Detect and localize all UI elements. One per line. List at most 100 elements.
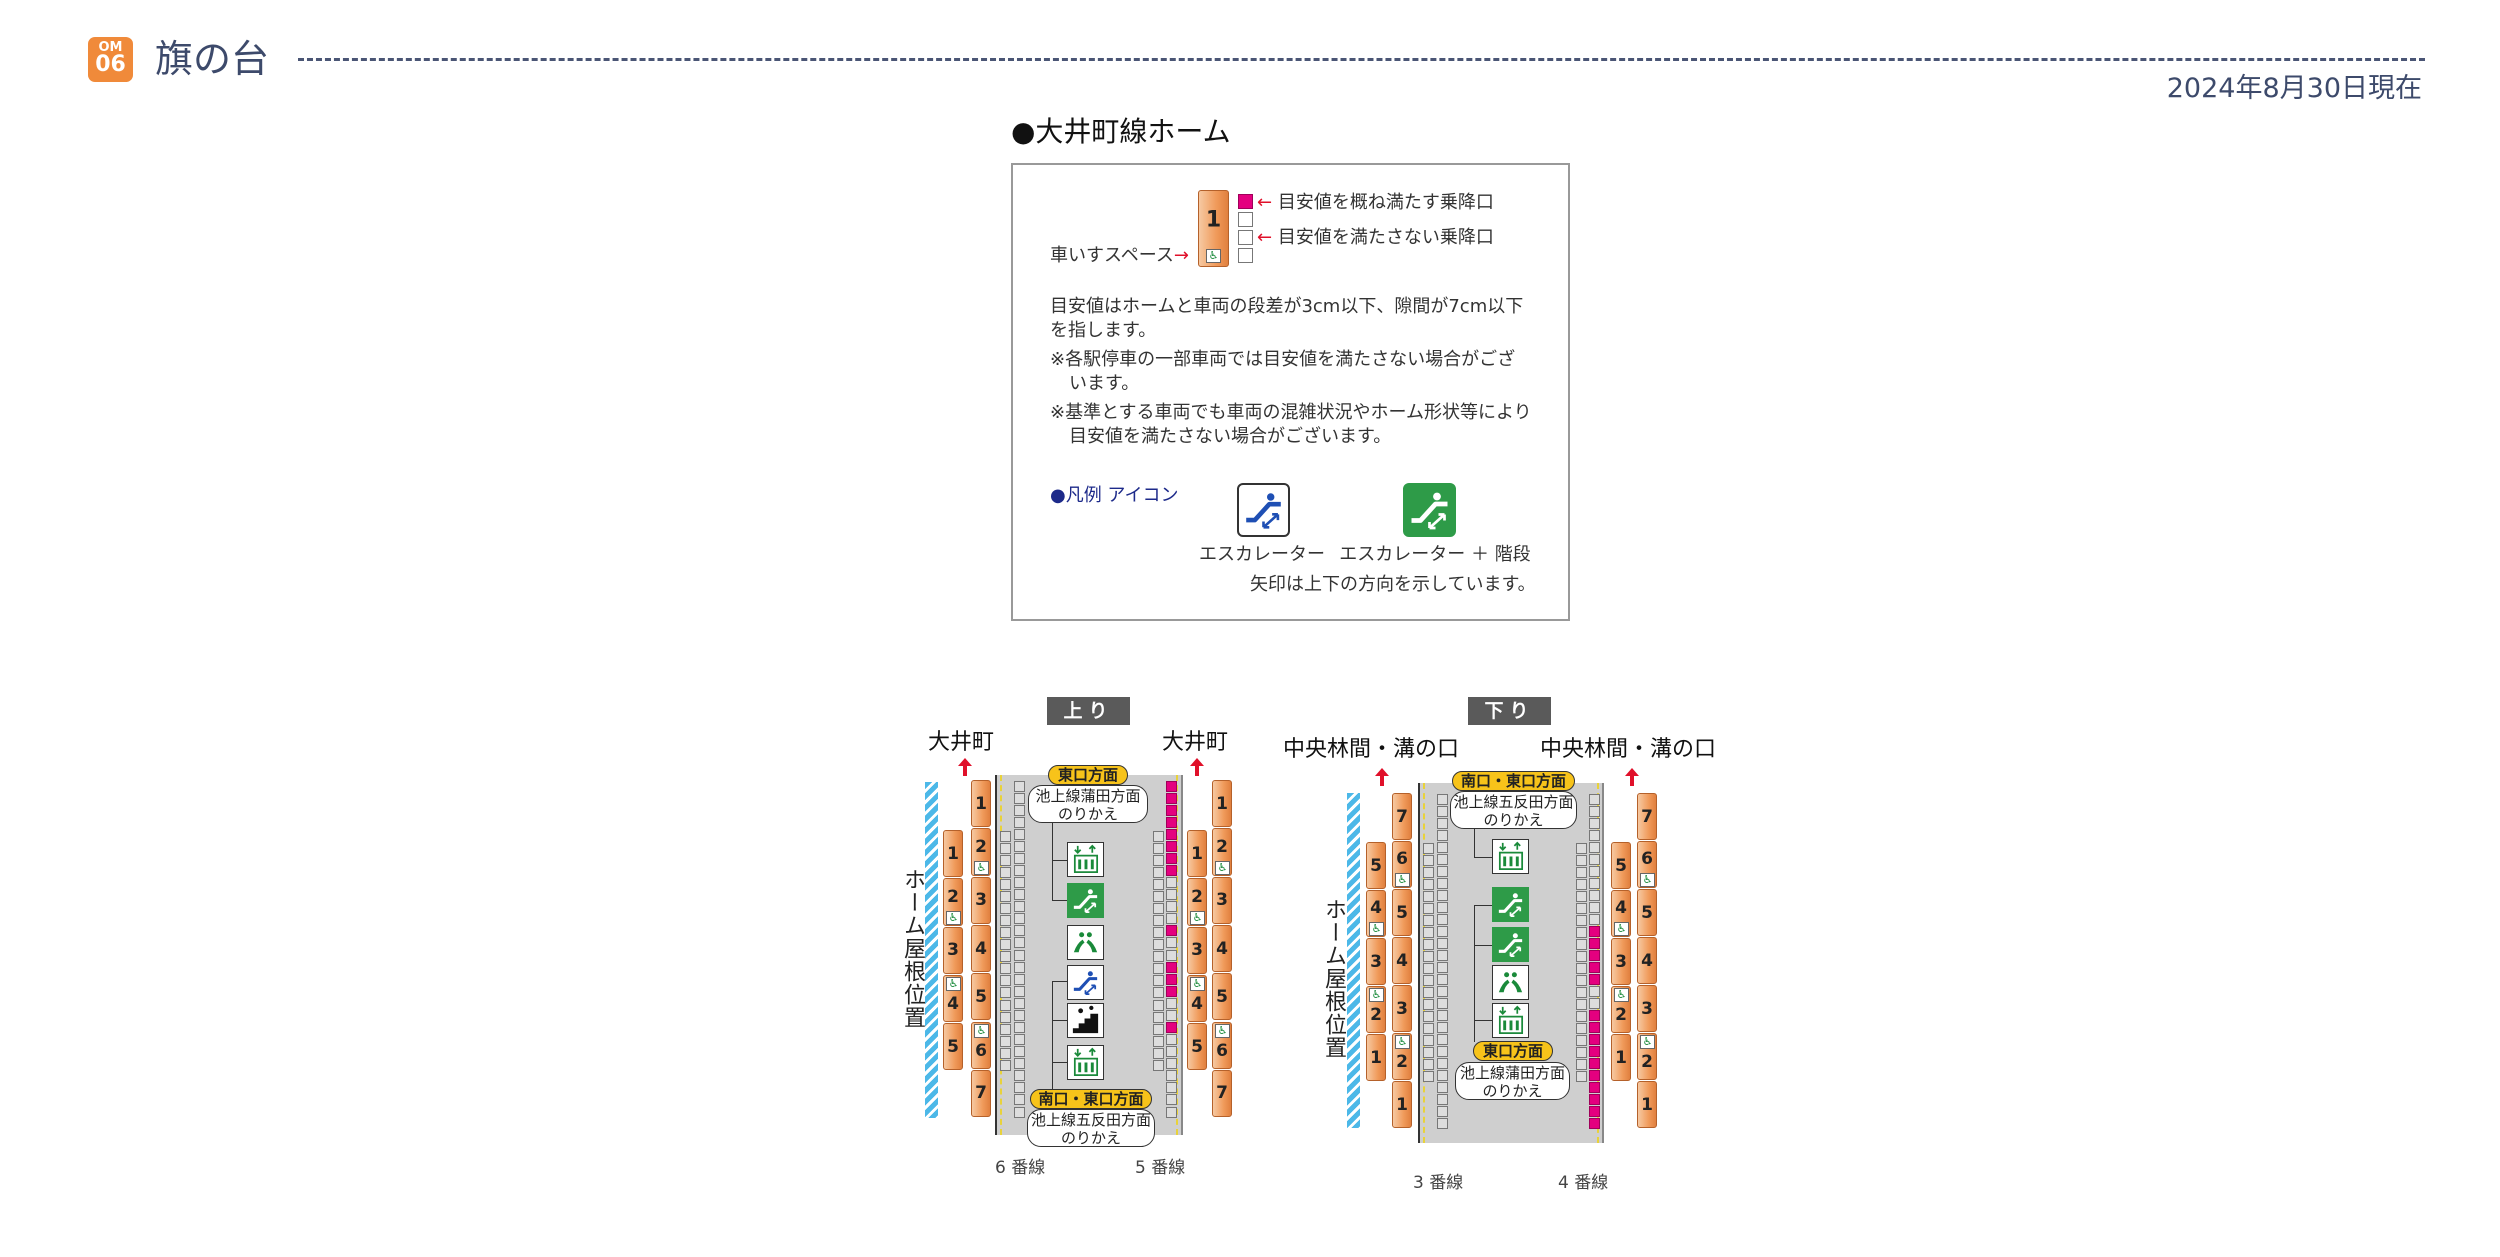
door (1576, 890, 1587, 902)
arrow-left-icon: ← (1257, 192, 1273, 213)
destination-left: 中央林間・溝の口 (1283, 737, 1460, 762)
door (1576, 866, 1587, 878)
door (1153, 878, 1164, 890)
connector-line (1474, 857, 1492, 858)
door (1014, 925, 1025, 937)
car-number: 3 (1216, 890, 1228, 911)
transfer-box-top: 池上線蒲田方面 のりかえ (1028, 785, 1148, 823)
door (1589, 853, 1600, 865)
escalator-stairs-icon (1492, 927, 1529, 962)
door (1014, 901, 1025, 913)
door-meets-standard (1589, 925, 1600, 937)
door (1437, 1093, 1448, 1105)
track-label-right: 4 番線 (1558, 1173, 1609, 1193)
exit-pill-bottom: 南口・東口方面 (1030, 1089, 1152, 1109)
car-number: 1 (1191, 843, 1203, 864)
door (1437, 1069, 1448, 1081)
car-number: 1 (1396, 1094, 1408, 1115)
transfer-box-bottom: 池上線蒲田方面 のりかえ (1455, 1062, 1570, 1100)
door (1437, 973, 1448, 985)
door (1153, 1059, 1164, 1071)
door (1437, 1105, 1448, 1117)
door (1166, 1082, 1177, 1094)
door (1423, 854, 1434, 866)
car-number: 7 (1216, 1083, 1228, 1104)
door (1000, 854, 1011, 866)
label-text: 目安値を満たさない乗降口 (1277, 227, 1494, 248)
door (1423, 1034, 1434, 1046)
escalator-icon (1067, 965, 1104, 1000)
car-number: 5 (1370, 855, 1382, 876)
door (1423, 926, 1434, 938)
train-car: 5 (1611, 842, 1631, 889)
door (1153, 963, 1164, 975)
door (1000, 866, 1011, 878)
door (1437, 793, 1448, 805)
door (1589, 913, 1600, 925)
train-car: 5 (1637, 889, 1657, 936)
car-number: 5 (1216, 986, 1228, 1007)
direction-label: 上り (1047, 697, 1130, 725)
door (1000, 1059, 1011, 1071)
legend-title: ●大井町線ホーム (1011, 115, 1231, 148)
door (1014, 973, 1025, 985)
legend-box (1011, 163, 1570, 621)
train-car: 2♿ (943, 878, 963, 926)
door (1153, 902, 1164, 914)
wheelchair-space-icon: ♿ (1640, 873, 1655, 887)
door-meets-standard (1589, 1057, 1600, 1069)
door (1576, 950, 1587, 962)
train-car: 4 (971, 924, 991, 973)
door (1576, 926, 1587, 938)
as-of-date: 2024年8月30日現在 (2166, 73, 2422, 104)
door (1014, 1082, 1025, 1094)
door-meets-standard (1166, 852, 1177, 864)
door (1014, 877, 1025, 889)
door (1437, 889, 1448, 901)
train-car: 5 (1212, 973, 1232, 1021)
train-car: 2♿ (1637, 1033, 1657, 1080)
door (1000, 1011, 1011, 1023)
door (1576, 1034, 1587, 1046)
door-meets-standard (1166, 816, 1177, 828)
door (1153, 1011, 1164, 1023)
train-car: 2♿ (1187, 878, 1207, 926)
door (1589, 793, 1600, 805)
legend-note-1: ※各駅停車の一部車両では目安値を満たさない場合がござ います。 (1050, 348, 1515, 396)
train-car: 3 (1187, 926, 1207, 974)
train-car: 6♿ (1637, 841, 1657, 888)
door (1166, 937, 1177, 949)
car-number: 5 (947, 1036, 959, 1057)
car-number: 4 (1641, 950, 1653, 971)
wheelchair-space-icon: ♿ (1215, 860, 1230, 875)
door (1437, 865, 1448, 877)
elevator-icon (1492, 1003, 1529, 1038)
door (1014, 1058, 1025, 1070)
legend-sample-car: 1 ♿ (1198, 190, 1229, 267)
wheelchair-space-icon: ♿ (1640, 1035, 1655, 1049)
wheelchair-space-icon: ♿ (1190, 976, 1205, 991)
door-meets-standard (1166, 985, 1177, 997)
door-meets-standard (1589, 1045, 1600, 1057)
door (1014, 949, 1025, 961)
door (1000, 915, 1011, 927)
train-car: 3 (943, 926, 963, 974)
text-line: を指します。 (1050, 320, 1157, 341)
text-line: 目安値はホームと車両の段差が3cm以下、隙間が7cm以下 (1050, 296, 1524, 317)
train-car: 1 (1611, 1034, 1631, 1081)
wheelchair-space-icon: ♿ (1614, 922, 1629, 936)
door (1153, 830, 1164, 842)
station-name: 旗の台 (155, 37, 270, 81)
door (1423, 998, 1434, 1010)
door-meets-standard (1166, 780, 1177, 792)
door (1153, 999, 1164, 1011)
door-meets-standard (1166, 865, 1177, 877)
door (1423, 1010, 1434, 1022)
door (1437, 901, 1448, 913)
train-car: 3 (1212, 876, 1232, 924)
door-meets-standard (1589, 1021, 1600, 1033)
car-number: 4 (1396, 950, 1408, 971)
door (1153, 890, 1164, 902)
arrow-left-icon: ← (1257, 227, 1273, 248)
door-meets-standard (1589, 1093, 1600, 1105)
